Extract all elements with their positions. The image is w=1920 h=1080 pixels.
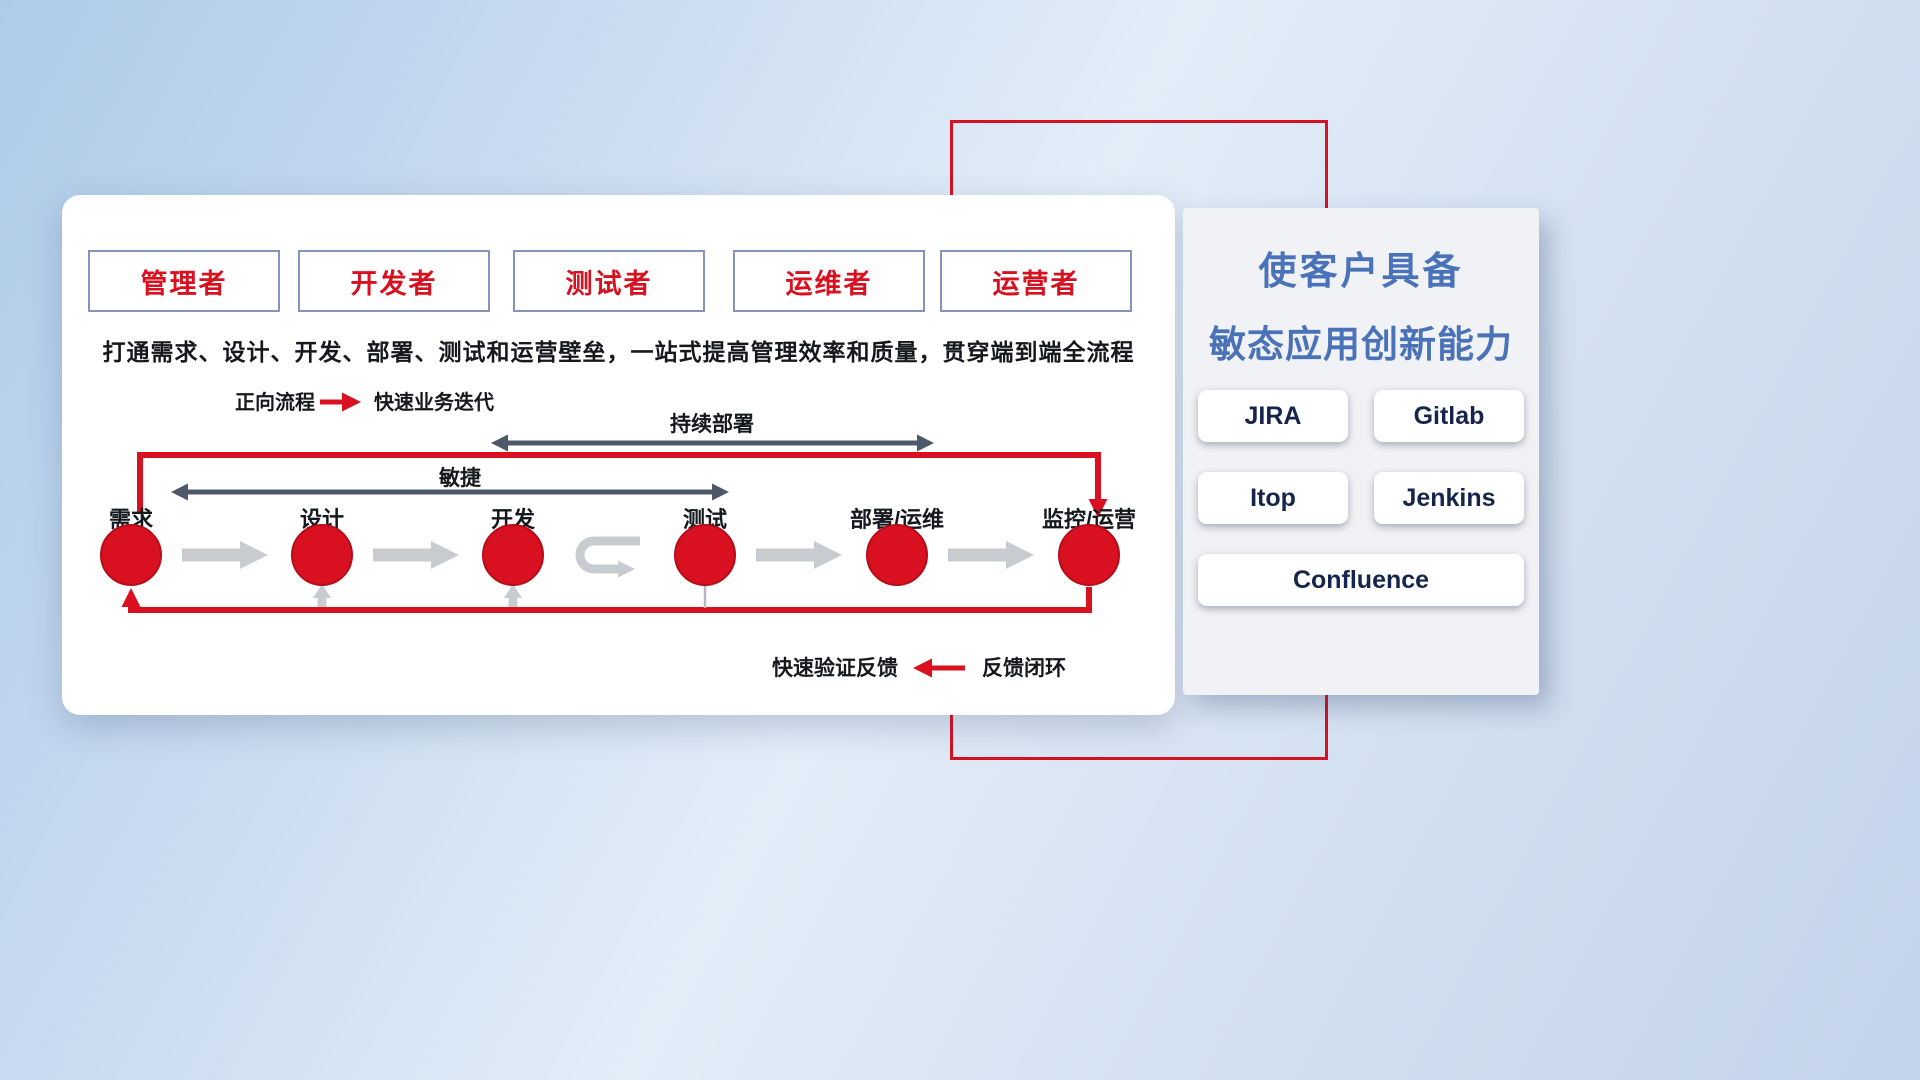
tool-chip-jira: JIRA — [1198, 390, 1348, 442]
devops-flow-card: 管理者 开发者 测试者 运维者 运营者 打通需求、设计、开发、部署、测试和运营壁… — [62, 195, 1175, 715]
flow-stage-design: 设计 — [291, 507, 353, 586]
tool-chip-itop: Itop — [1198, 472, 1348, 524]
stage-node-icon — [866, 524, 928, 586]
legend-feedback-label: 快速验证反馈 — [772, 656, 898, 680]
legend-feedback-value: 反馈闭环 — [982, 656, 1066, 680]
feedback-up-arrowhead-icon — [504, 584, 522, 598]
role-box-ops: 运维者 — [733, 250, 925, 312]
stage-node-icon — [674, 524, 736, 586]
flow-stage-monitor-operate: 监控/运营 — [1042, 507, 1136, 586]
flow-stage-testing: 测试 — [674, 507, 736, 586]
panel-title-line1: 使客户具备 — [1258, 251, 1464, 293]
tool-chip-confluence: Confluence — [1198, 554, 1524, 606]
flow-diagram: 正向流程 快速业务迭代 持续部署 敏捷 需求 设计 — [100, 390, 1136, 680]
stage-node-icon — [291, 524, 353, 586]
capability-panel: 使客户具备 敏态应用创新能力 JIRA Gitlab Itop Jenkins … — [1183, 208, 1539, 695]
stage-node-icon — [100, 524, 162, 586]
stage-node-icon — [482, 524, 544, 586]
flow-stage-requirements: 需求 — [100, 507, 162, 586]
stage-node-icon — [1058, 524, 1120, 586]
legend-forward-label: 正向流程 — [235, 390, 315, 414]
feedback-loop-line — [121, 587, 1092, 613]
role-box-tester: 测试者 — [513, 250, 705, 312]
legend-forward-value: 快速业务迭代 — [374, 390, 494, 414]
tool-chip-gitlab: Gitlab — [1374, 390, 1524, 442]
role-box-operator: 运营者 — [940, 250, 1132, 312]
agile-label: 敏捷 — [438, 466, 481, 490]
panel-title-line2: 敏态应用创新能力 — [1209, 324, 1513, 365]
feedback-up-arrowhead-icon — [313, 584, 331, 598]
flow-stage-development: 开发 — [482, 507, 544, 586]
role-box-manager: 管理者 — [88, 250, 280, 312]
role-box-developer: 开发者 — [298, 250, 490, 312]
forward-loop-line — [137, 452, 1108, 518]
flow-description: 打通需求、设计、开发、部署、测试和运营壁垒，一站式提高管理效率和质量，贯穿端到端… — [102, 339, 1135, 365]
tool-grid: JIRA Gitlab Itop Jenkins Confluence — [1197, 390, 1525, 606]
tool-chip-jenkins: Jenkins — [1374, 472, 1524, 524]
iterate-loop-icon — [575, 536, 640, 578]
flow-stage-deploy-ops: 部署/运维 — [850, 507, 944, 586]
continuous-deploy-label: 持续部署 — [670, 412, 754, 436]
